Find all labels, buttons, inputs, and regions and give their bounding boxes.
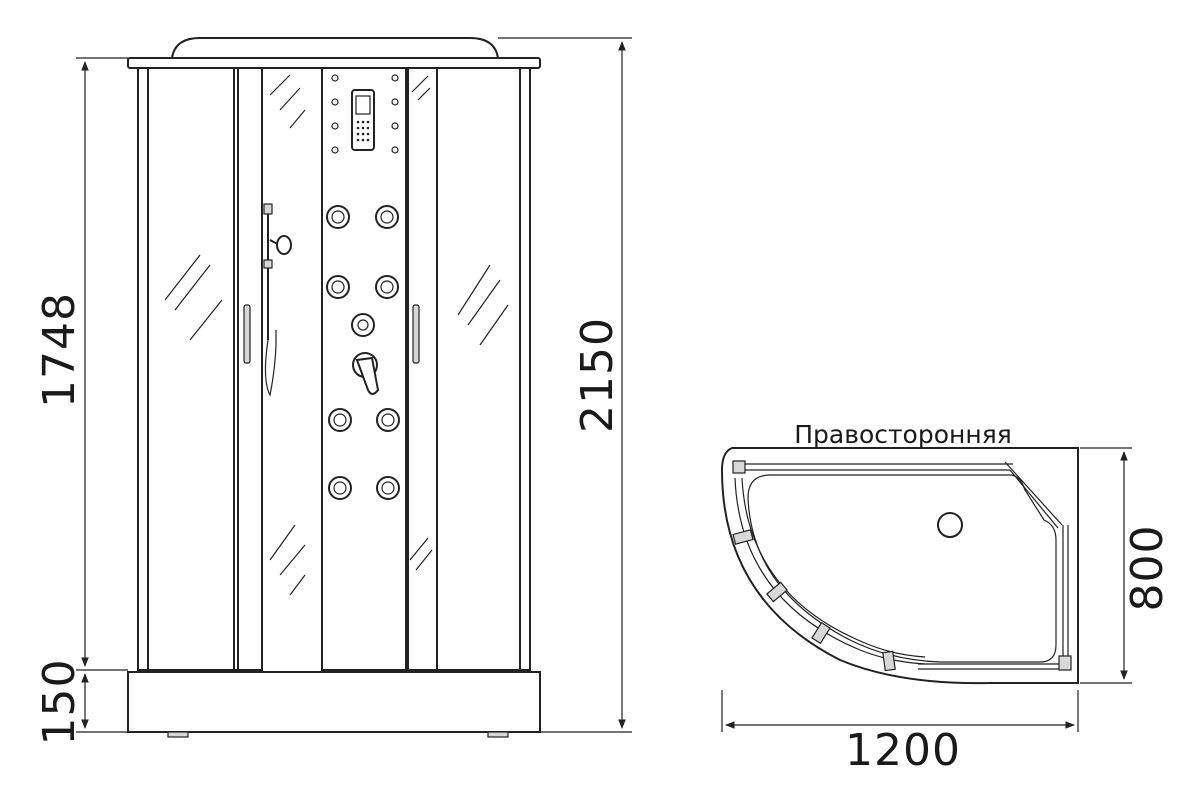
right-door-panel bbox=[404, 67, 438, 671]
plan-caption: Правосторонняя bbox=[794, 420, 1012, 449]
width-label: 1200 bbox=[845, 725, 961, 776]
door-guide bbox=[811, 621, 831, 645]
jet bbox=[326, 205, 350, 229]
jet bbox=[376, 408, 400, 432]
dimension-lines-plan bbox=[721, 447, 1132, 732]
curved-door-rail-inner bbox=[741, 477, 926, 658]
tray-foot-right bbox=[487, 731, 509, 738]
right-frame-post bbox=[519, 67, 531, 671]
curved-door-rail-outer bbox=[734, 477, 926, 665]
left-glass-panel bbox=[147, 67, 235, 671]
jet bbox=[375, 275, 399, 299]
door-guide bbox=[732, 529, 754, 545]
basin-outline bbox=[747, 474, 1057, 663]
glass-reflections bbox=[164, 74, 509, 596]
jet bbox=[328, 476, 352, 500]
tray-foot-left bbox=[167, 731, 189, 738]
jet bbox=[328, 408, 352, 432]
front-elevation bbox=[127, 37, 541, 738]
massage-jets bbox=[326, 205, 400, 500]
hand-shower bbox=[263, 203, 292, 397]
corner-profile bbox=[732, 460, 746, 474]
total-height-label: 2150 bbox=[572, 317, 623, 433]
right-door-handle bbox=[412, 304, 420, 364]
jet bbox=[376, 476, 400, 500]
tray-outline bbox=[720, 447, 1079, 685]
top-spray-nozzles bbox=[331, 74, 399, 154]
roof-dome bbox=[170, 37, 500, 59]
door-guide bbox=[882, 650, 896, 672]
depth-label: 800 bbox=[1122, 525, 1173, 612]
selector-knob bbox=[351, 313, 375, 337]
dimension-lines-front bbox=[76, 37, 632, 733]
drain-icon bbox=[937, 512, 963, 538]
shower-tray bbox=[127, 671, 541, 733]
tray-height-label: 150 bbox=[34, 659, 85, 746]
door-guide bbox=[766, 581, 788, 603]
jet bbox=[375, 205, 399, 229]
roof-rim bbox=[127, 57, 541, 69]
corner-profile bbox=[1058, 655, 1072, 671]
left-door-handle bbox=[243, 304, 251, 364]
mixer-lever bbox=[352, 352, 380, 395]
cabin-height-label: 1748 bbox=[34, 292, 85, 408]
jet bbox=[326, 275, 350, 299]
right-glass-panel bbox=[436, 67, 521, 671]
left-frame-post bbox=[137, 67, 149, 671]
plan-view bbox=[720, 447, 1079, 685]
control-panel bbox=[351, 89, 375, 151]
